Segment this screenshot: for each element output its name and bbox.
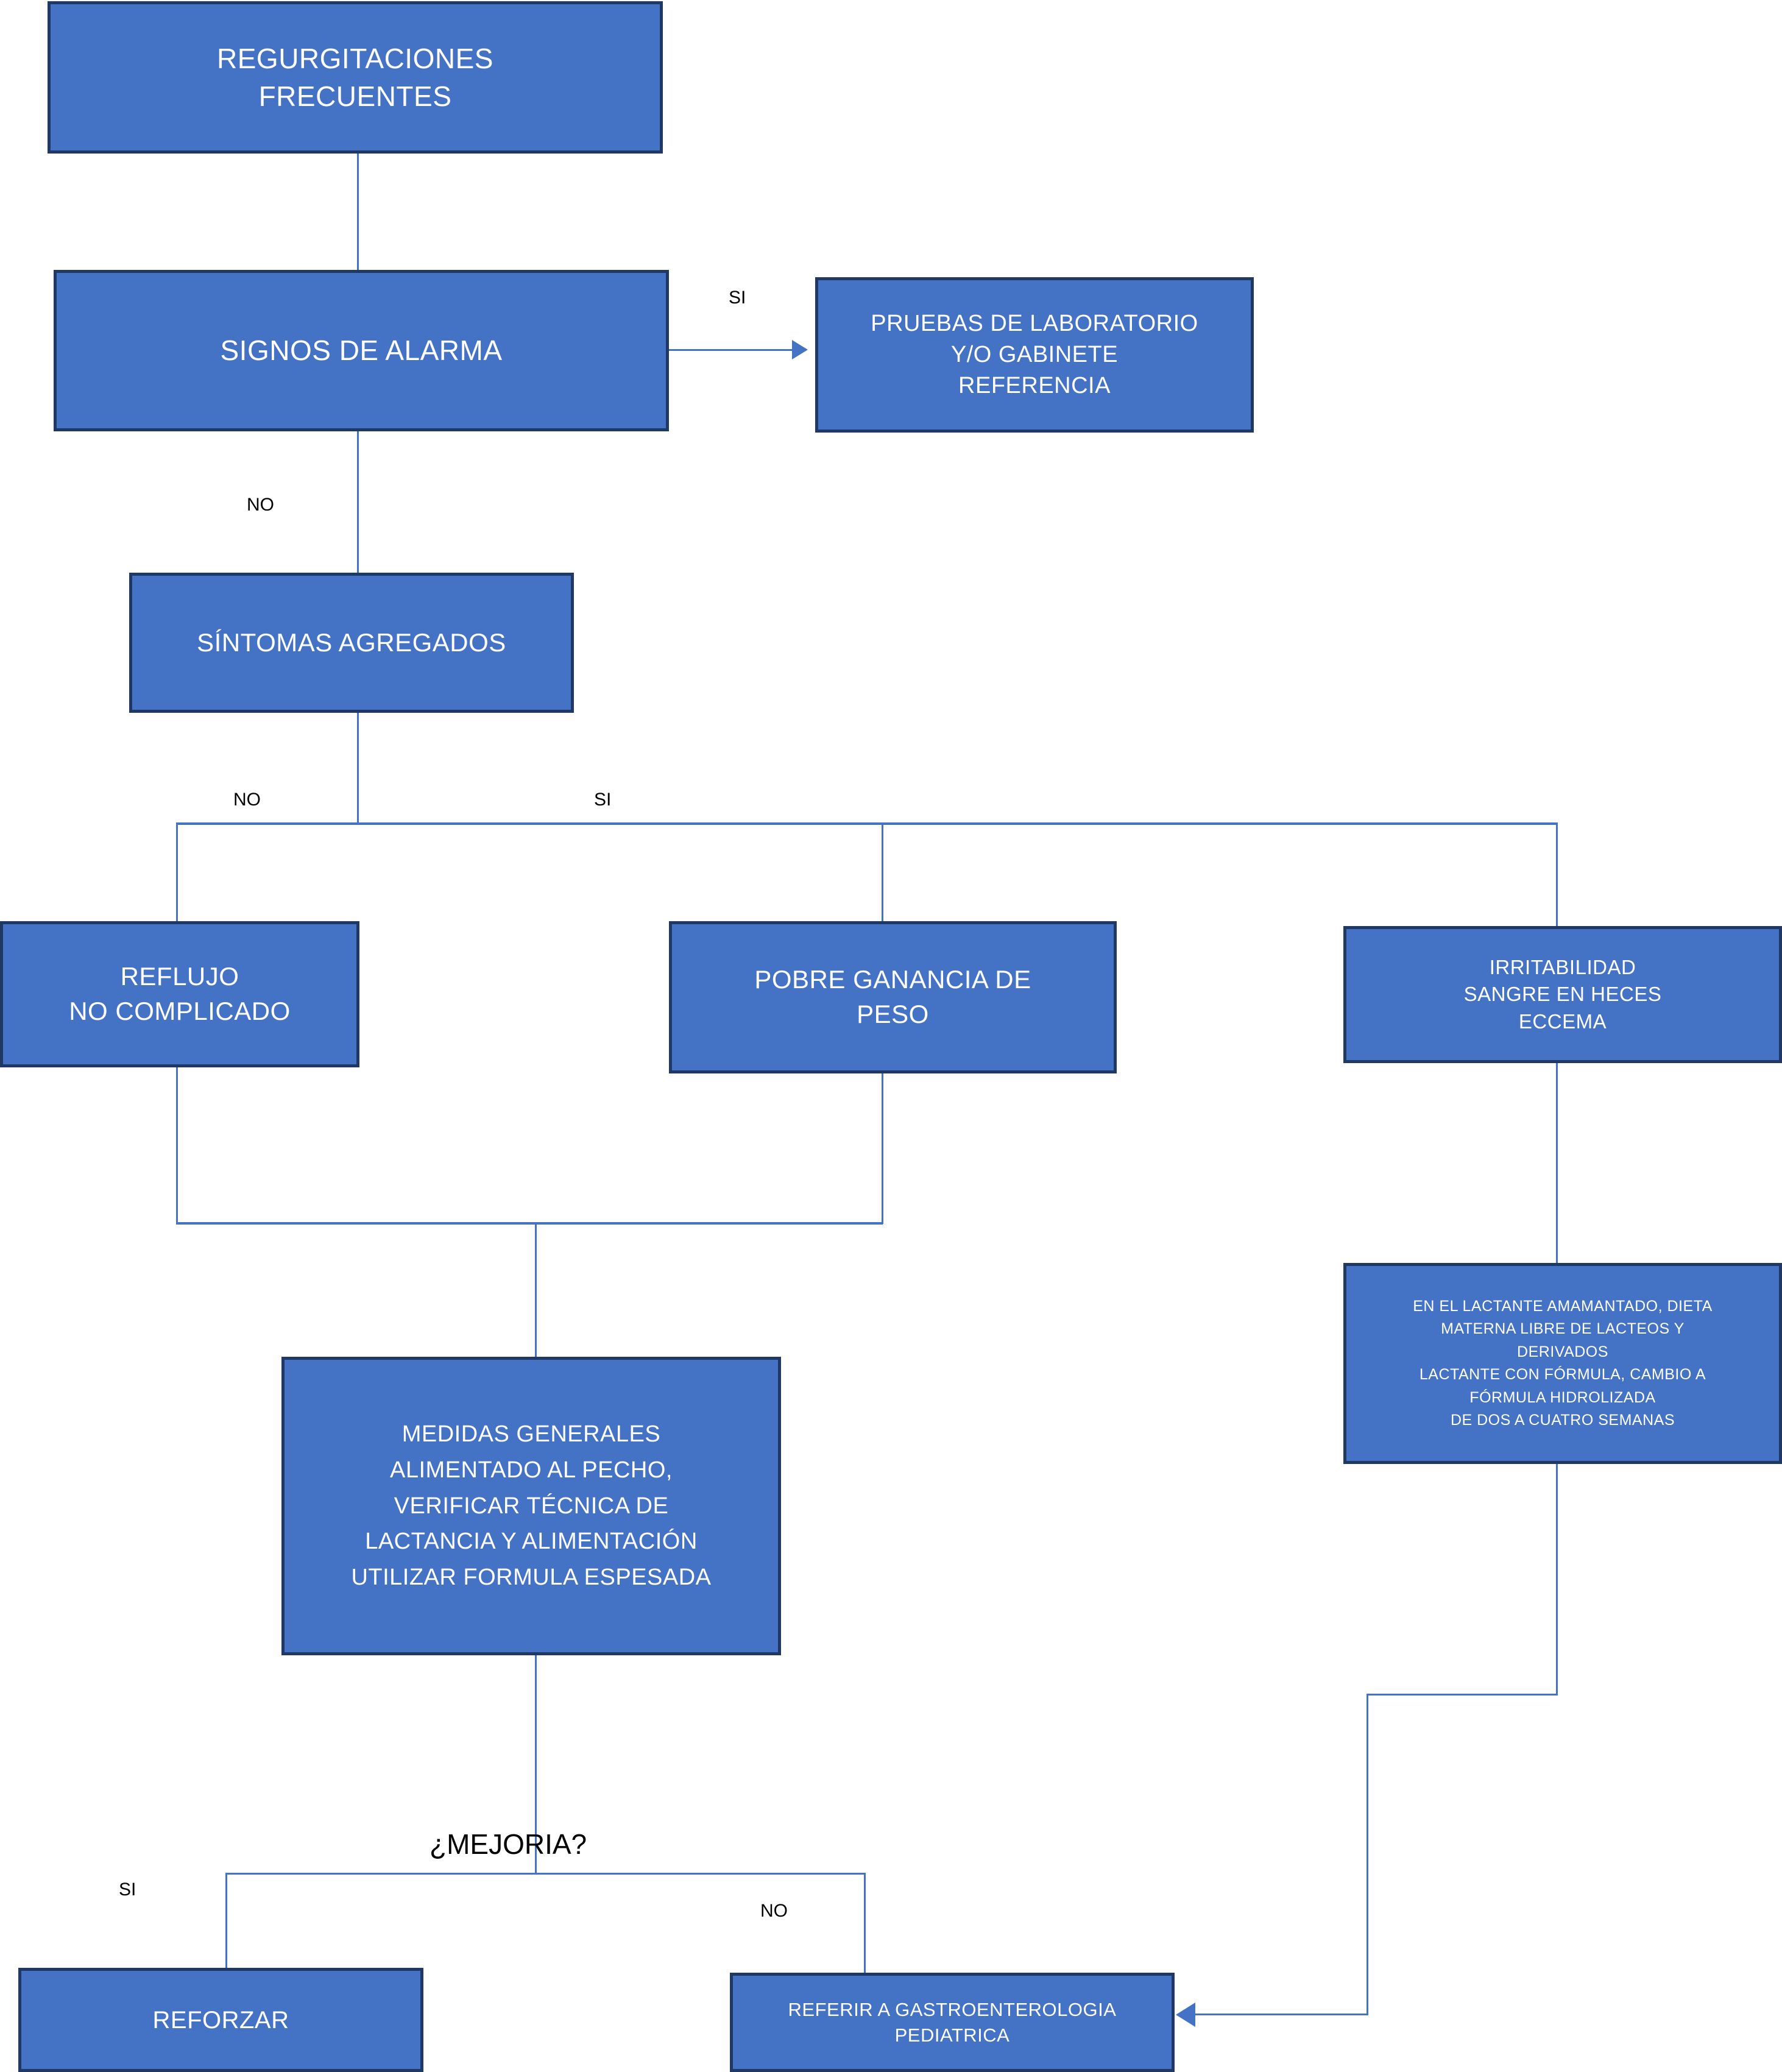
edge-label-sintomas-no: NO	[233, 790, 261, 810]
connector-mejoria-split-bar	[225, 1873, 866, 1875]
connector-drop-reflujo	[176, 822, 178, 924]
connector-drop-pobre-ganancia	[882, 822, 883, 924]
edge-label-alarma-si: SI	[729, 288, 746, 308]
decision-label-mejoria: ¿MEJORIA?	[430, 1828, 587, 1860]
edge-label-mejoria-si: SI	[119, 1879, 136, 1900]
connector-signos-to-pruebas	[669, 349, 794, 351]
connector-mejoria-si-down	[225, 1873, 227, 1971]
connector-distributor-bar	[176, 822, 1558, 825]
node-pruebas-laboratorio[interactable]: PRUEBAS DE LABORATORIO Y/O GABINETE REFE…	[815, 277, 1254, 433]
edge-label-mejoria-no: NO	[760, 1901, 788, 1921]
connector-lactante-left	[1367, 1694, 1558, 1695]
connector-sintomas-down	[357, 713, 359, 824]
arrowhead-signos-to-pruebas	[792, 340, 808, 359]
connector-lactante-to-referir	[1194, 2014, 1368, 2015]
node-pobre-ganancia-de-peso[interactable]: POBRE GANANCIA DE PESO	[669, 921, 1117, 1073]
connector-pobre-ganancia-down	[882, 1073, 883, 1224]
node-signos-de-alarma[interactable]: SIGNOS DE ALARMA	[54, 270, 669, 431]
node-reflujo-no-complicado[interactable]: REFLUJO NO COMPLICADO	[0, 921, 359, 1067]
node-referir-gastroenterologia[interactable]: REFERIR A GASTROENTEROLOGIA PEDIATRICA	[730, 1973, 1175, 2072]
connector-irritabilidad-to-lactante	[1556, 1063, 1558, 1264]
connector-mejoria-no-down	[864, 1873, 866, 1974]
connector-regurgitaciones-to-signos	[357, 154, 359, 271]
node-lactante-dieta-materna[interactable]: EN EL LACTANTE AMAMANTADO, DIETA MATERNA…	[1343, 1263, 1782, 1464]
connector-drop-irritabilidad	[1556, 822, 1558, 927]
edge-label-sintomas-si: SI	[594, 790, 612, 810]
node-medidas-generales[interactable]: MEDIDAS GENERALES ALIMENTADO AL PECHO, V…	[281, 1357, 781, 1655]
arrowhead-lactante-to-referir	[1176, 2003, 1195, 2027]
connector-merge-to-medidas	[535, 1222, 537, 1357]
node-irritabilidad-sangre-eccema[interactable]: IRRITABILIDAD SANGRE EN HECES ECCEMA	[1343, 926, 1782, 1063]
node-reforzar[interactable]: REFORZAR	[18, 1968, 423, 2072]
node-regurgitaciones-frecuentes[interactable]: REGURGITACIONES FRECUENTES	[48, 1, 663, 154]
edge-label-alarma-no: NO	[247, 495, 274, 515]
connector-signos-to-sintomas	[357, 431, 359, 575]
connector-medidas-down	[535, 1655, 537, 1875]
node-sintomas-agregados[interactable]: SÍNTOMAS AGREGADOS	[129, 573, 574, 713]
connector-merge-bar-medidas	[176, 1222, 883, 1225]
connector-lactante-down2	[1367, 1694, 1368, 2015]
connector-reflujo-down	[176, 1067, 178, 1224]
connector-lactante-down	[1556, 1464, 1558, 1695]
